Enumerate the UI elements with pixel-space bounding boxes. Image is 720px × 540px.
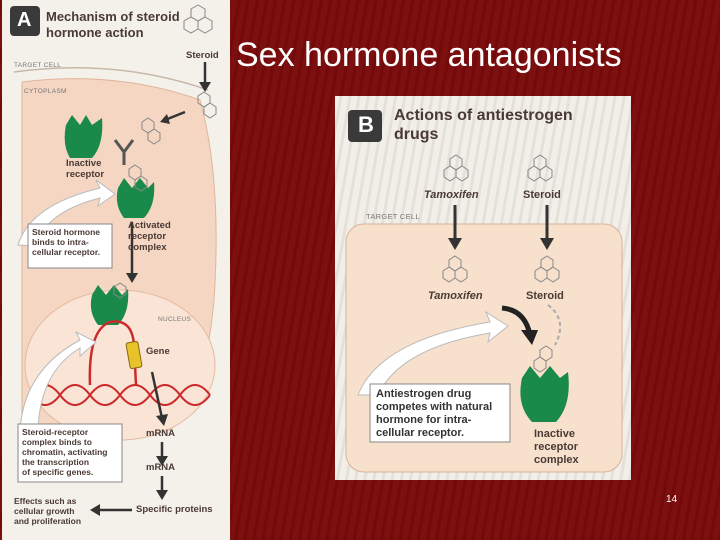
- effects-label-2: cellular growth: [14, 506, 75, 516]
- steroid-label-a: Steroid: [186, 50, 219, 61]
- compete-label-4: cellular receptor.: [376, 427, 465, 439]
- complex-label-4: the transcription: [22, 457, 90, 467]
- steroid-molecule-b-icon: [527, 154, 553, 182]
- inactive-receptor-b-shape: [520, 366, 569, 422]
- complex-label-2: complex binds to: [22, 437, 92, 447]
- activated-label-3: complex: [128, 242, 167, 253]
- gene-label: Gene: [146, 346, 170, 357]
- steroid-molecule-icon: [183, 4, 213, 34]
- steroid-binding-icon: [141, 117, 161, 145]
- effects-label-3: and proliferation: [14, 516, 82, 526]
- complex-label-3: chromatin, activating: [22, 447, 108, 457]
- effects-label-1: Effects such as: [14, 496, 77, 506]
- binds-label-3: cellular receptor.: [32, 247, 101, 257]
- tamoxifen-molecule-icon: [443, 154, 469, 182]
- compete-label-1: Antiestrogen drug: [376, 388, 472, 400]
- binds-label-2: binds to intra-: [32, 237, 89, 247]
- mrna-label-1: mRNA: [146, 428, 176, 439]
- page-number: 14: [666, 494, 678, 505]
- steroid-top-label: Steroid: [523, 189, 561, 201]
- inactive-receptor-shape: [64, 115, 103, 158]
- badge-b-label: B: [358, 112, 374, 137]
- panel-b-title: Actions of antiestrogen: [394, 107, 573, 124]
- blocked-steroid-arrow: [547, 304, 562, 346]
- target-cell-label-b: TARGET CELL: [366, 212, 420, 221]
- steroid-inner-label: Steroid: [526, 290, 564, 302]
- badge-a: [10, 6, 40, 36]
- target-cell-label-a: TARGET CELL: [14, 62, 62, 69]
- proteins-label: Specific proteins: [136, 504, 213, 515]
- gene-block: [125, 340, 143, 370]
- cell-membrane: [13, 67, 209, 91]
- steroid-inside-icon: [197, 91, 217, 119]
- cytoplasm-label: CYTOPLASM: [24, 88, 67, 95]
- nuclear-receptor-shape: [90, 285, 129, 325]
- panel-a-title: Mechanism of steroid: [46, 9, 180, 24]
- badge-a-label: A: [17, 9, 32, 31]
- activated-label-2: receptor: [128, 231, 167, 242]
- badge-b: [348, 110, 382, 142]
- chromatin-loop: [88, 320, 138, 386]
- inactive-b-label-2: receptor: [534, 441, 579, 453]
- inactive-b-label-1: Inactive: [534, 428, 575, 440]
- compete-label-2: competes with natural: [376, 401, 493, 413]
- complex-label-1: Steroid-receptor: [22, 427, 89, 437]
- binds-label-1: Steroid hormone: [32, 227, 101, 237]
- panel-b-title-line2: drugs: [394, 126, 439, 143]
- panel-a-title-line2: hormone action: [46, 25, 144, 40]
- compete-label-3: hormone for intra-: [376, 414, 472, 426]
- slide-title: Sex hormone antagonists: [236, 36, 622, 74]
- inactive-receptor-label-2: receptor: [66, 169, 105, 180]
- activated-label-1: Activated: [128, 220, 171, 231]
- mrna-label-2: mRNA: [146, 462, 176, 473]
- complex-label-5: of specific genes.: [22, 467, 94, 477]
- nucleus-label: NUCLEUS: [158, 316, 192, 323]
- tamoxifen-top-label: Tamoxifen: [424, 189, 479, 201]
- tamoxifen-inner-label: Tamoxifen: [428, 290, 483, 302]
- inactive-receptor-label-1: Inactive: [66, 158, 102, 169]
- inactive-b-label-3: complex: [534, 454, 579, 466]
